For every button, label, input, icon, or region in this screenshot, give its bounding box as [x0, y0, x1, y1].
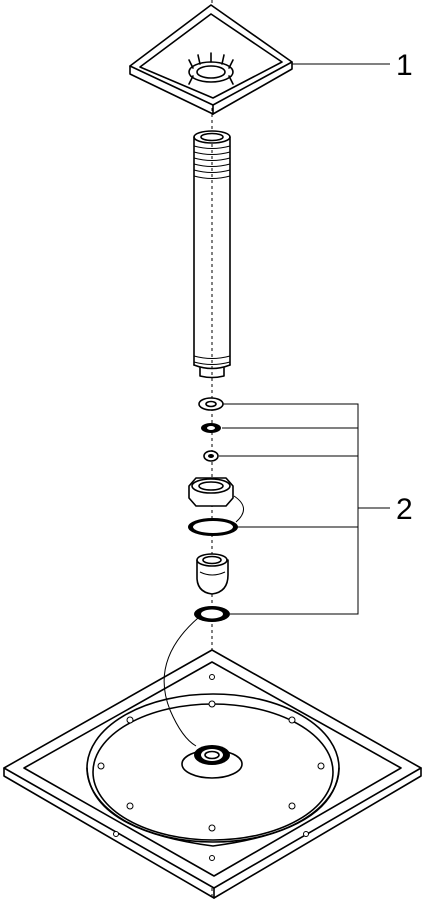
seal-ring-c [203, 450, 219, 462]
callout-label-1: 1 [396, 49, 413, 82]
shower-head-plate [3, 649, 422, 899]
seal-ring-b [201, 423, 221, 433]
callout-bracket-2 [219, 403, 390, 615]
ball-joint [196, 553, 229, 595]
callout-label-2: 2 [396, 493, 413, 526]
seal-ring-a [198, 397, 224, 411]
hex-connector [188, 477, 234, 507]
assembly-arc-2 [163, 617, 199, 747]
ceiling-flange [129, 4, 293, 115]
ceiling-arm-pipe [193, 130, 231, 379]
washer-bottom [194, 606, 230, 622]
assembly-arc-1 [233, 495, 244, 523]
o-ring-large [188, 518, 238, 536]
